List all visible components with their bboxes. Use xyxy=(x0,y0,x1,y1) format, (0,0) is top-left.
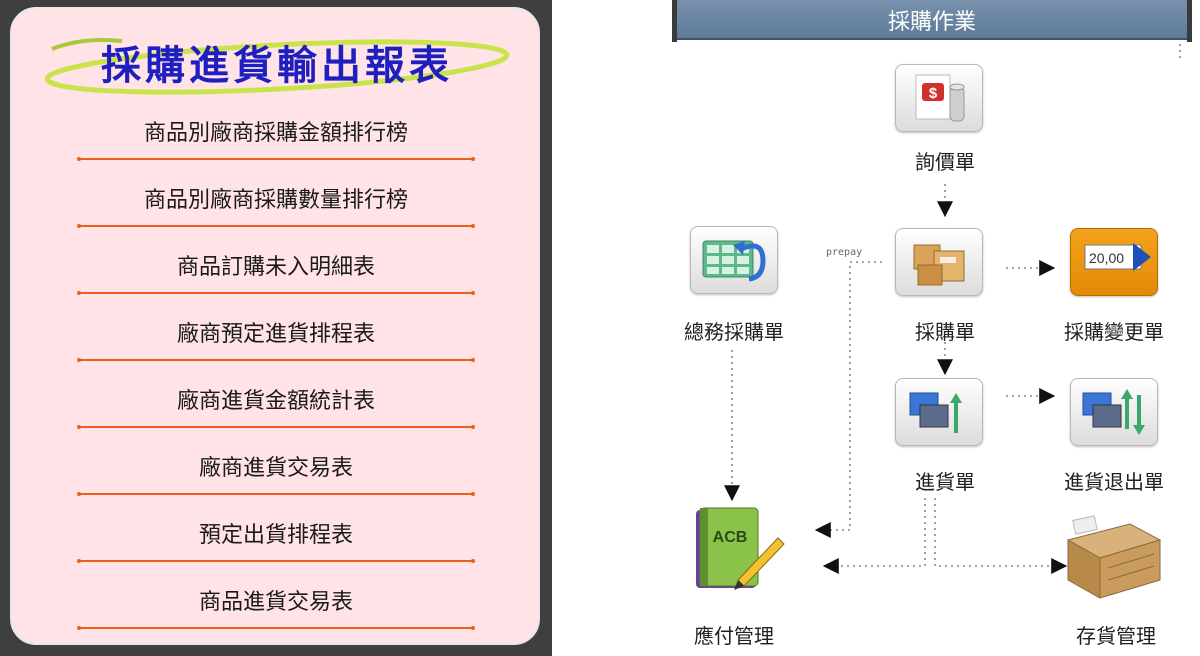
report-item-label[interactable]: 廠商進貨金額統計表 xyxy=(176,389,375,414)
report-item-1[interactable]: 商品別廠商採購金額排行榜 xyxy=(12,107,538,174)
receiving-icon-box[interactable] xyxy=(895,378,983,446)
inventory-label: 存貨管理 xyxy=(1076,624,1156,648)
report-menu-panel: 採購進貨輸出報表 商品別廠商採購金額排行榜 商品別廠商採購數量排行榜 商品訂購未… xyxy=(10,7,540,645)
return-node[interactable] xyxy=(1058,378,1170,454)
report-item-3[interactable]: 商品訂購未入明細表 xyxy=(12,241,538,308)
purchase-order-node[interactable] xyxy=(883,228,995,304)
inquiry-node[interactable]: $ xyxy=(883,64,995,140)
receiving-node[interactable] xyxy=(883,378,995,454)
boxes-icon xyxy=(913,244,965,286)
general-purchase-label: 總務採購單 xyxy=(684,320,784,344)
report-item-label[interactable]: 廠商進貨交易表 xyxy=(198,456,353,481)
divider-line xyxy=(77,425,475,429)
goods-in-icon xyxy=(909,392,962,433)
arrow-receiving-to-payables xyxy=(822,498,926,574)
report-item-label[interactable]: 預定出貨排程表 xyxy=(198,523,353,548)
po-change-node[interactable]: 20,00 xyxy=(1058,228,1170,304)
general-purchase-node[interactable] xyxy=(678,226,790,302)
report-item-8[interactable]: 商品進貨交易表 xyxy=(12,576,538,643)
report-item-7[interactable]: 預定出貨排程表 xyxy=(12,509,538,576)
divider-line xyxy=(77,358,475,362)
report-item-5[interactable]: 廠商進貨金額統計表 xyxy=(12,375,538,442)
goods-return-icon xyxy=(1082,389,1145,435)
divider-line xyxy=(77,626,475,630)
inquiry-label: 詢價單 xyxy=(915,150,975,174)
header-fill xyxy=(677,0,1187,40)
value-change-icon: 20,00 xyxy=(1084,243,1151,271)
divider-line xyxy=(77,224,475,228)
title-swoosh-decoration xyxy=(44,38,510,95)
report-item-label[interactable]: 商品進貨交易表 xyxy=(198,590,353,615)
inventory-node[interactable] xyxy=(1060,510,1172,599)
divider-line xyxy=(77,559,475,563)
purchase-order-label: 採購單 xyxy=(915,320,975,344)
report-menu-title: 採購進貨輸出報表 xyxy=(101,42,453,89)
report-menu-header: 採購進貨輸出報表 xyxy=(42,19,512,109)
return-label: 進貨退出單 xyxy=(1064,470,1164,494)
report-item-6[interactable]: 廠商進貨交易表 xyxy=(12,442,538,509)
report-item-4[interactable]: 廠商預定進貨排程表 xyxy=(12,308,538,375)
general-purchase-icon-box[interactable] xyxy=(690,226,778,294)
left-frame: 採購進貨輸出報表 商品別廠商採購金額排行榜 商品別廠商採購數量排行榜 商品訂購未… xyxy=(0,0,552,656)
po-change-label: 採購變更單 xyxy=(1064,320,1164,344)
return-icon-box[interactable] xyxy=(1070,378,1158,446)
report-item-2[interactable]: 商品別廠商採購數量排行榜 xyxy=(12,174,538,241)
divider-line xyxy=(77,291,475,295)
price-inquiry-icon: $ xyxy=(915,74,965,122)
report-item-label[interactable]: 廠商預定進貨排程表 xyxy=(176,322,375,347)
acb-ledger-icon: ACB xyxy=(696,507,785,590)
report-item-label[interactable]: 商品別廠商採購金額排行榜 xyxy=(143,121,408,146)
divider-line xyxy=(77,492,475,496)
ledger-text: ACB xyxy=(713,529,748,546)
po-change-icon-box[interactable]: 20,00 xyxy=(1070,228,1158,296)
payables-node[interactable]: ACB xyxy=(678,502,790,590)
spreadsheet-undo-icon xyxy=(702,240,766,282)
stacked-cartons-icon xyxy=(1066,515,1162,599)
inquiry-icon-box[interactable]: $ xyxy=(895,64,983,132)
divider-line xyxy=(77,157,475,161)
receiving-label: 進貨單 xyxy=(915,470,975,494)
purchase-order-icon-box[interactable] xyxy=(895,228,983,296)
arrow-receiving-to-inventory xyxy=(934,498,1068,574)
report-list: 商品別廠商採購金額排行榜 商品別廠商採購數量排行榜 商品訂購未入明細表 廠商預定… xyxy=(12,107,538,643)
report-item-label[interactable]: 商品訂購未入明細表 xyxy=(176,255,375,280)
procurement-header-bar: 採購作業 xyxy=(672,0,1192,42)
svg-text:$: $ xyxy=(929,85,938,102)
procurement-header-title: 採購作業 xyxy=(887,10,976,35)
prepay-label: prepay xyxy=(826,247,863,258)
change-value-text: 20,00 xyxy=(1089,250,1124,266)
payables-label: 應付管理 xyxy=(694,624,774,648)
report-item-label[interactable]: 商品別廠商採購數量排行榜 xyxy=(143,188,408,213)
